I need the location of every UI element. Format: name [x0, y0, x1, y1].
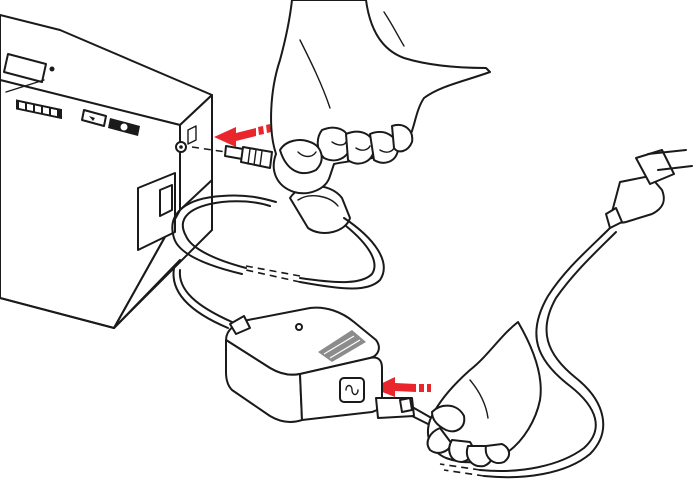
status-led-icon — [49, 66, 55, 72]
ac-adapter — [225, 306, 383, 424]
dc-cable — [171, 145, 385, 329]
device-button-power — [108, 118, 140, 136]
device-button-feed — [81, 109, 107, 127]
adapter-front — [225, 339, 303, 424]
battery-indicator-icon — [16, 99, 62, 120]
adapter-led-icon — [295, 323, 303, 331]
adapter-shade — [318, 330, 366, 362]
dc-jack-port — [175, 125, 197, 153]
device — [0, 14, 213, 329]
mains-plug — [605, 149, 693, 229]
insert-arrow-dc-plug — [214, 124, 271, 147]
ac-inlet-port — [339, 377, 365, 403]
ac-power-cord — [375, 149, 693, 479]
hand-holding-power-cord — [426, 321, 542, 468]
device-screen — [3, 53, 47, 83]
device-front-slot — [137, 172, 176, 251]
hand-holding-dc-plug — [270, 0, 491, 195]
